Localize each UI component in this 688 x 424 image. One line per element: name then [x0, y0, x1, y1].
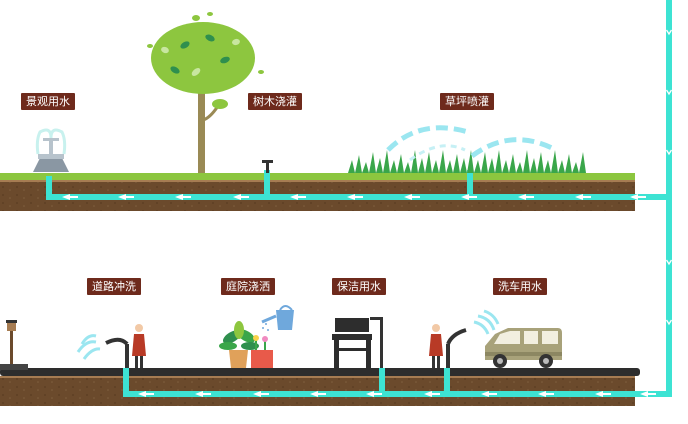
tree-riser [264, 170, 270, 198]
upper-pipe-arrows [62, 194, 646, 200]
soil-edge [0, 180, 635, 182]
fountain-icon [33, 128, 69, 172]
bench-icon [332, 317, 383, 368]
soil-edge-lower [0, 376, 635, 378]
lawn-sprinkler-icon [348, 125, 590, 173]
label-cleaning: 保洁用水 [332, 278, 386, 295]
hose-spray-icon [76, 334, 129, 368]
tree-icon [147, 12, 264, 173]
street-lamp-icon [0, 320, 28, 370]
van-icon [485, 328, 562, 368]
lawn-riser [467, 170, 473, 198]
road-surface [0, 368, 640, 376]
hose-spray-icon [446, 309, 500, 368]
label-road: 道路冲洗 [87, 278, 141, 295]
grass-strip [0, 173, 635, 180]
person-icon [132, 324, 146, 368]
label-lawn: 草坪喷灌 [440, 93, 494, 110]
carwash-riser [444, 368, 450, 395]
label-carwash: 洗车用水 [493, 278, 547, 295]
lower-ground [0, 368, 640, 406]
watering-can-icon [261, 305, 294, 331]
lower-pipe [123, 391, 672, 397]
label-tree: 树木浇灌 [248, 93, 302, 110]
lower-pipe-arrows [138, 391, 656, 397]
label-garden: 庭院浇洒 [221, 278, 275, 295]
sprinkler-icon [262, 160, 273, 173]
potted-plant-icon [219, 321, 273, 368]
person-icon [429, 324, 443, 368]
cleaning-riser [379, 368, 385, 395]
label-fountain: 景观用水 [21, 93, 75, 110]
road-riser [123, 368, 129, 395]
upper-ground [0, 173, 635, 211]
fountain-riser [46, 176, 52, 198]
riser-arrows [665, 29, 673, 326]
